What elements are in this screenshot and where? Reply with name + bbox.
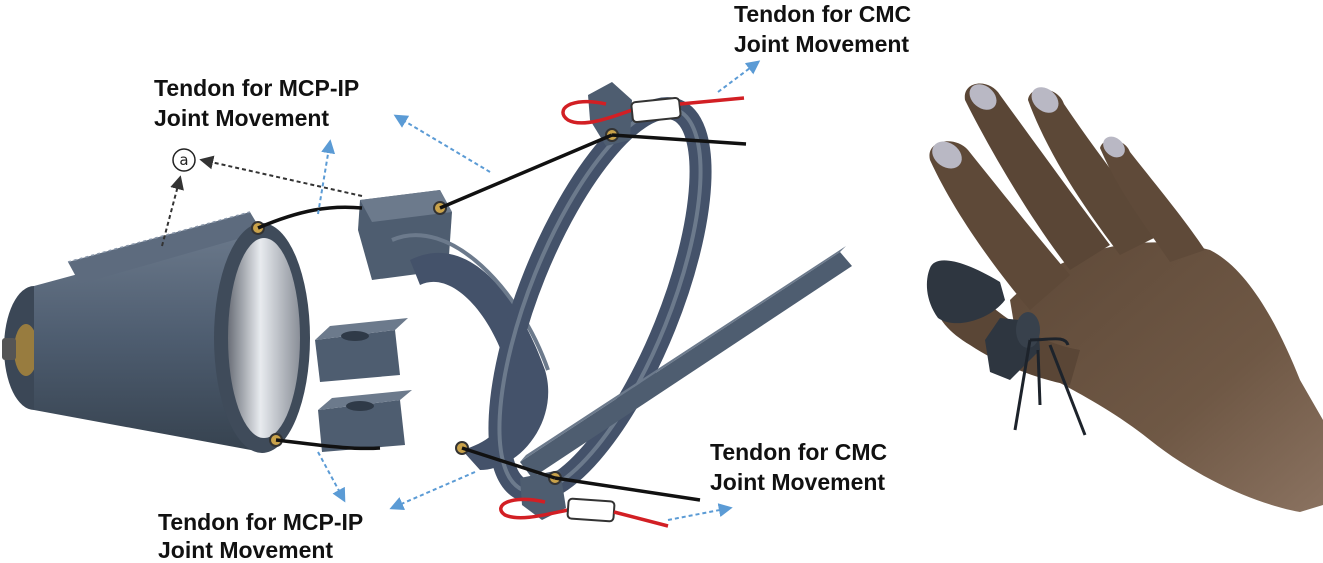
hand-illustration bbox=[926, 83, 1323, 512]
label-cmc-bottom-line2: Joint Movement bbox=[710, 469, 885, 495]
label-cmc-top-line2: Joint Movement bbox=[734, 31, 909, 57]
label-mcp-bottom-line2: Joint Movement bbox=[158, 537, 333, 563]
label-mcp-top: Tendon for MCP-IP Joint Movement bbox=[154, 75, 359, 131]
cmc-ring bbox=[488, 82, 852, 520]
label-cmc-top-line1: Tendon for CMC bbox=[734, 1, 911, 27]
label-mcp-bottom: Tendon for MCP-IP Joint Movement bbox=[158, 509, 363, 563]
label-cmc-bottom-line1: Tendon for CMC bbox=[710, 439, 887, 465]
marker-a-text: a bbox=[179, 151, 188, 169]
label-mcp-bottom-line1: Tendon for MCP-IP bbox=[158, 509, 363, 535]
label-mcp-top-line1: Tendon for MCP-IP bbox=[154, 75, 359, 101]
marker-a: a bbox=[172, 148, 196, 172]
tendons bbox=[257, 96, 747, 528]
thumb-cap bbox=[2, 211, 310, 453]
label-mcp-top-line2: Joint Movement bbox=[154, 105, 329, 131]
label-cmc-bottom: Tendon for CMC Joint Movement bbox=[710, 439, 887, 495]
label-cmc-top: Tendon for CMC Joint Movement bbox=[734, 1, 911, 57]
callout-arrows bbox=[161, 60, 761, 521]
